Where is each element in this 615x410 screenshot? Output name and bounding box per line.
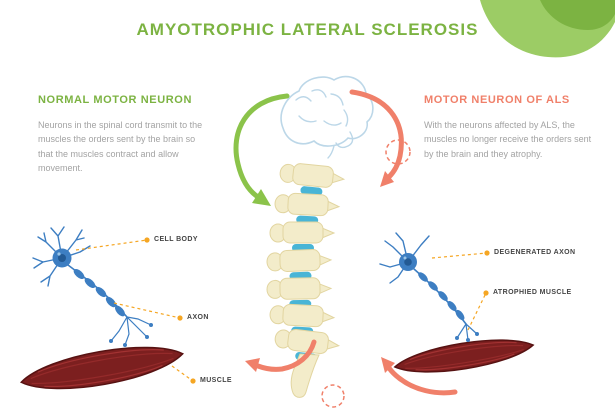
atrophied-muscle-illustration [393, 339, 535, 373]
cell-body-label: CELL BODY [154, 236, 198, 243]
als-signal-arrow [349, 89, 404, 187]
als-neuron-description: With the neurons affected by ALS, the mu… [424, 120, 592, 159]
label-leader-lines [75, 239, 488, 382]
muscle-label: MUSCLE [200, 377, 232, 384]
normal-neuron-heading: NORMAL MOTOR NEURON [38, 94, 192, 106]
brain-illustration [280, 75, 374, 159]
axon-label: AXON [187, 314, 209, 321]
page-title: AMYOTROPHIC LATERAL SCLEROSIS [136, 20, 479, 39]
degenerated-axon-label: DEGENERATED AXON [494, 249, 576, 256]
als-neuron-illustration [379, 232, 479, 342]
atrophied-muscle-label: ATROPHIED MUSCLE [493, 289, 572, 296]
corner-leaf-decoration [480, 0, 615, 58]
blocked-signal-arrow [245, 339, 317, 372]
spine-illustration [266, 161, 346, 398]
dashed-circle-bottom [321, 384, 345, 408]
normal-signal-arrow [233, 93, 290, 206]
normal-neuron-description: Neurons in the spinal cord transmit to t… [38, 120, 203, 174]
normal-muscle-illustration [19, 346, 185, 390]
label-dots [144, 237, 490, 384]
dashed-circle-right [385, 139, 411, 165]
als-neuron-heading: MOTOR NEURON OF ALS [424, 94, 570, 106]
atrophy-arrow [381, 357, 458, 396]
normal-neuron-illustration [32, 226, 153, 347]
